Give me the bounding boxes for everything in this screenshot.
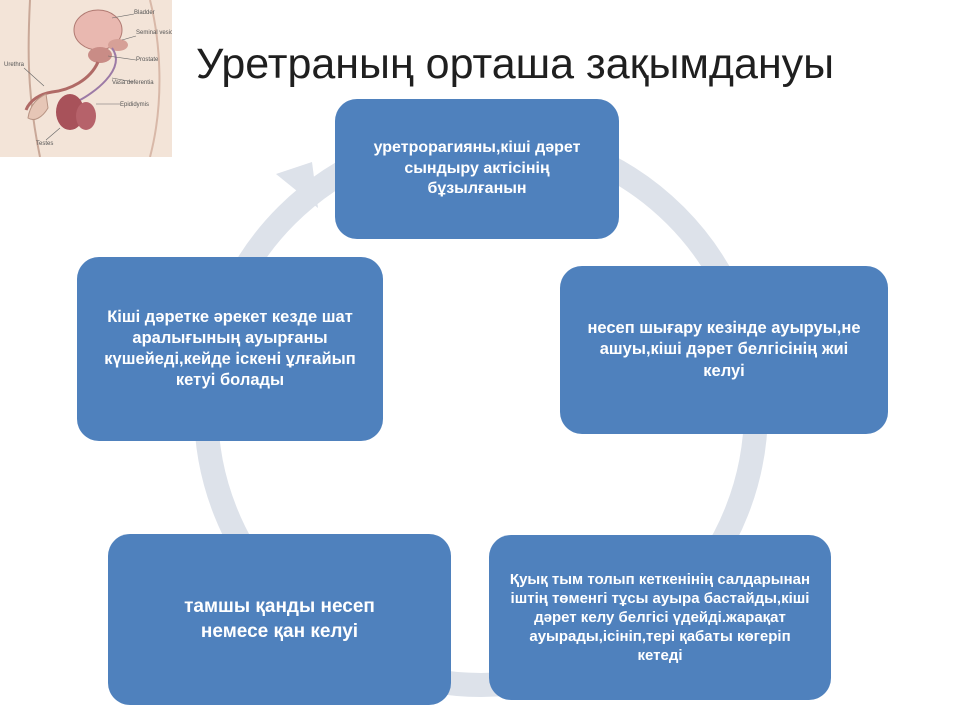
cycle-node-perineal-pain: Кіші дәретке әрекет кезде шат аралығының… (77, 257, 383, 441)
cycle-arrowhead-icon (276, 162, 318, 208)
slide-title: Уретраның орташа зақымдануы (196, 40, 835, 88)
anatomy-label-prostate: Prostate (136, 57, 159, 63)
anatomy-label-epididymis: Epididymis (120, 102, 149, 108)
anatomy-label-testes: Testes (36, 141, 53, 147)
anatomy-illustration: Bladder Seminal vesicle Prostate Vasa de… (0, 0, 172, 157)
anatomy-label-urethra: Urethra (4, 62, 25, 68)
cycle-node-bladder-overfill: Қуық тым толып кеткенінің салдарынан ішт… (489, 535, 831, 700)
cycle-node-painful-urination: несеп шығару кезінде ауыруы,не ашуы,кіші… (560, 266, 888, 434)
anatomy-label-vasa-deferentia: Vasa deferentia (112, 80, 154, 86)
cycle-node-blood-in-urine: тамшы қанды несеп немесе қан келуі (108, 534, 451, 705)
anatomy-label-seminal-vesicle: Seminal vesicle (136, 30, 172, 36)
anatomy-label-bladder: Bladder (134, 10, 155, 16)
cycle-node-urethrorrhagia: уретрорагияны,кіші дәрет сындыру актісін… (335, 99, 619, 239)
